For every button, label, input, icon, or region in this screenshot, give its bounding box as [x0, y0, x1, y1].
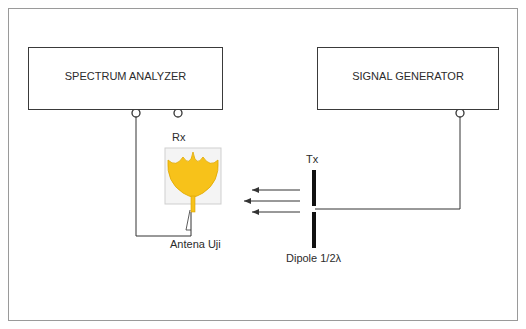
instrument-name: SPECTRUM ANALYZER	[65, 70, 186, 82]
dipole-arm	[312, 170, 316, 206]
part-label: Rx	[172, 131, 185, 143]
frame	[9, 9, 518, 321]
part-label: Antena Uji	[170, 238, 221, 250]
tx-cable	[315, 117, 460, 209]
wave-arrow	[252, 212, 300, 213]
wave-arrow	[252, 190, 300, 191]
instrument-box: SPECTRUM ANALYZER	[28, 47, 223, 110]
antenna-patch	[168, 152, 218, 197]
instrument-box: SIGNAL GENERATOR	[317, 47, 499, 110]
port	[132, 109, 140, 117]
wave-arrow	[244, 201, 300, 202]
part-label: Dipole 1/2λ	[286, 252, 341, 264]
pointer-line	[186, 210, 191, 230]
instrument-name: SIGNAL GENERATOR	[352, 70, 464, 82]
part-label: Tx	[306, 153, 318, 165]
port	[174, 109, 182, 117]
antenna-feed	[191, 196, 195, 212]
port	[456, 109, 464, 117]
dipole-arm	[312, 212, 316, 248]
antenna-substrate	[165, 148, 221, 204]
